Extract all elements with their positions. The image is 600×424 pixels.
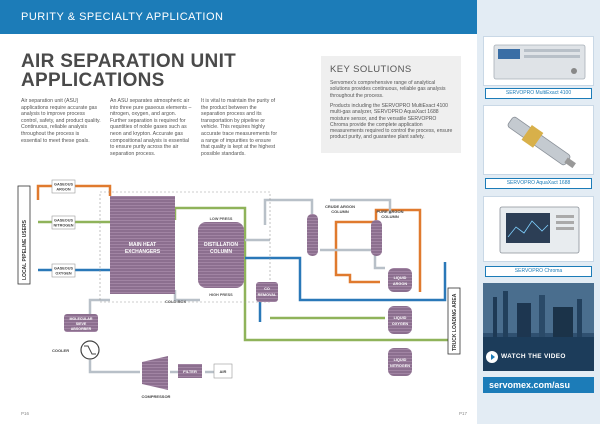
pure-argon-column: PURE ARGON COLUMN (371, 209, 404, 256)
svg-text:OXYGEN: OXYGEN (55, 272, 72, 276)
intro-column-3: It is vital to maintain the purity of th… (201, 98, 278, 157)
watch-video-label[interactable]: WATCH THE VIDEO (501, 353, 566, 360)
key-solutions-box: KEY SOLUTIONS Servomex's comprehensive r… (321, 56, 461, 153)
page-number-right: P17 (459, 411, 468, 416)
air-pipeline (88, 198, 392, 374)
distillation-column: LOW PRESS DISTILLATION COLUMN HIGH PRESS (198, 217, 244, 297)
page-title: AIR SEPARATION UNIT APPLICATIONS (21, 52, 301, 90)
svg-text:ARGON: ARGON (393, 282, 407, 286)
intro-column-2: An ASU separates atmospheric air into th… (110, 98, 192, 157)
svg-text:COOLER: COOLER (52, 348, 69, 353)
svg-text:FILTER: FILTER (183, 369, 197, 374)
key-solutions-paragraph-2: Products including the SERVOPRO MultiExa… (330, 103, 453, 141)
liquid-argon-tank: LIQUID ARGON (388, 268, 412, 292)
key-solutions-paragraph-1: Servomex's comprehensive range of analyt… (330, 80, 446, 99)
product-label-aquaxact[interactable]: SERVOPRO AquaXact 1688 (485, 178, 592, 189)
svg-text:MAIN HEAT: MAIN HEAT (129, 242, 156, 248)
chroma-image (483, 196, 594, 262)
svg-text:NITROGEN: NITROGEN (390, 364, 410, 368)
co2-removal-vessel: CO REMOVAL (256, 282, 278, 302)
page-title-line2: APPLICATIONS (21, 70, 165, 91)
svg-text:GASEOUS: GASEOUS (54, 267, 73, 271)
filter: FILTER (178, 364, 202, 378)
compressor: COMPRESSOR (142, 356, 171, 399)
liquid-oxygen-tank: LIQUID OXYGEN (388, 306, 412, 334)
gaseous-argon-box: GASEOUS ARGON (51, 179, 76, 194)
section-header-bar: PURITY & SPECIALTY APPLICATION (0, 0, 477, 34)
svg-text:PURE ARGON: PURE ARGON (377, 209, 404, 214)
svg-text:LIQUID: LIQUID (394, 358, 407, 362)
cold-box-label: COLD BOX (165, 299, 186, 304)
page-title-line1: AIR SEPARATION UNIT (21, 51, 237, 72)
product-label-chroma[interactable]: SERVOPRO Chroma (485, 266, 592, 277)
svg-text:LOCAL PIPELINE USERS: LOCAL PIPELINE USERS (22, 219, 28, 280)
svg-text:DISTILLATION: DISTILLATION (204, 242, 238, 248)
key-solutions-title: KEY SOLUTIONS (330, 64, 412, 75)
svg-text:SIEVE: SIEVE (76, 322, 87, 326)
svg-text:MOLECULAR: MOLECULAR (70, 317, 93, 321)
asu-process-diagram: LOCAL PIPELINE USERS TRUCK LOADING AREA … (17, 179, 461, 399)
page-number-left: P16 (21, 411, 30, 416)
truck-loading-area-label: TRUCK LOADING AREA (447, 287, 461, 355)
svg-text:OXYGEN: OXYGEN (392, 322, 409, 326)
cold-box-outline (99, 191, 271, 303)
main-heat-exchangers: MAIN HEAT EXCHANGERS (110, 196, 175, 294)
svg-text:COLUMN: COLUMN (210, 249, 232, 255)
air-inlet: AIR (213, 363, 233, 379)
svg-text:ARGON: ARGON (56, 188, 70, 192)
svg-text:REMOVAL: REMOVAL (258, 293, 277, 297)
cooler: COOLER (52, 340, 100, 360)
svg-text:NITROGEN: NITROGEN (53, 224, 73, 228)
website-url[interactable]: servomex.com/asu (483, 377, 594, 393)
svg-text:GASEOUS: GASEOUS (54, 183, 73, 187)
gaseous-oxygen-box: GASEOUS OXYGEN (51, 263, 76, 278)
gaseous-nitrogen-box: GASEOUS NITROGEN (51, 215, 76, 230)
svg-text:HIGH PRESS: HIGH PRESS (209, 293, 233, 297)
product-label-multiexact[interactable]: SERVOPRO MultiExact 4100 (485, 88, 592, 99)
right-sidebar: SERVOPRO MultiExact 4100 SERVOPRO AquaXa… (477, 0, 600, 424)
svg-text:TRUCK LOADING AREA: TRUCK LOADING AREA (452, 293, 458, 351)
multiexact-4100-image (483, 36, 594, 86)
svg-text:EXCHANGERS: EXCHANGERS (125, 249, 161, 255)
svg-text:COLUMN: COLUMN (331, 209, 349, 214)
svg-text:COMPRESSOR: COMPRESSOR (142, 394, 171, 399)
svg-text:LIQUID: LIQUID (394, 276, 407, 280)
svg-text:AIR: AIR (220, 369, 227, 374)
local-pipeline-users-label: LOCAL PIPELINE USERS (17, 185, 31, 285)
liquid-nitrogen-tank: LIQUID NITROGEN (388, 348, 412, 376)
video-thumbnail[interactable]: WATCH THE VIDEO (483, 283, 594, 371)
aquaxact-1688-image (483, 105, 594, 175)
oxygen-pipeline (38, 256, 447, 322)
svg-text:CRUDE ARGON: CRUDE ARGON (325, 204, 355, 209)
intro-column-1: Air separation unit (ASU) applications r… (21, 98, 101, 144)
svg-text:ABSORBER: ABSORBER (71, 327, 92, 331)
svg-text:LIQUID: LIQUID (394, 316, 407, 320)
svg-text:GASEOUS: GASEOUS (54, 219, 73, 223)
svg-text:CO: CO (264, 287, 270, 291)
section-title: PURITY & SPECIALTY APPLICATION (21, 11, 224, 23)
play-icon[interactable] (486, 351, 498, 363)
svg-text:COLUMN: COLUMN (381, 214, 399, 219)
crude-argon-column: CRUDE ARGON COLUMN (307, 204, 355, 256)
argon-pipeline (36, 184, 422, 292)
left-page: PURITY & SPECIALTY APPLICATION AIR SEPAR… (0, 0, 477, 416)
svg-text:LOW PRESS: LOW PRESS (210, 217, 233, 221)
molecular-sieve-absorber: MOLECULAR SIEVE ABSORBER (64, 314, 98, 332)
